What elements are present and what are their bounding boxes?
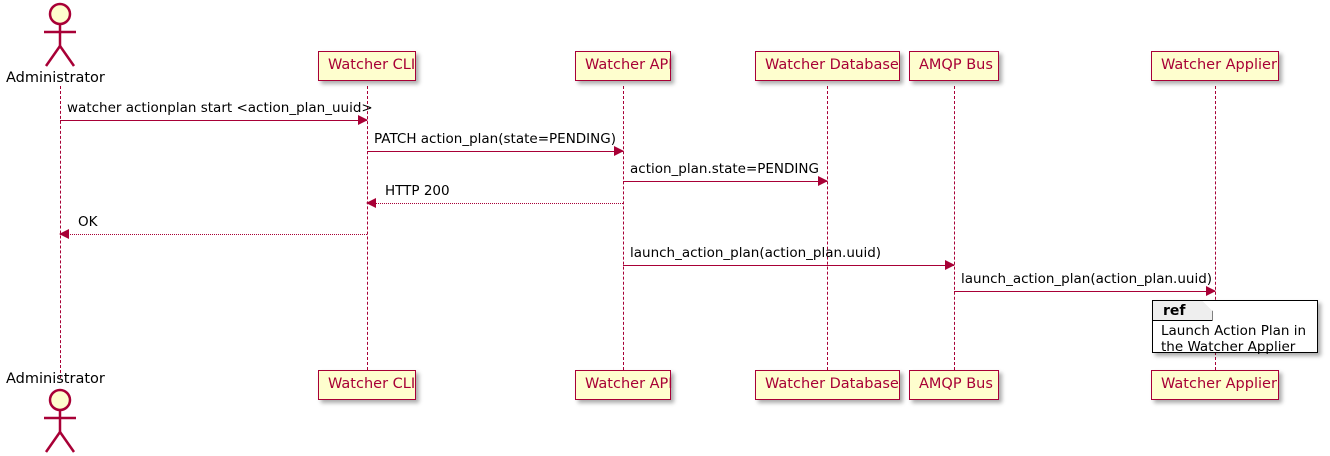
ref-fragment[interactable]: ref Launch Action Plan in the Watcher Ap…	[1152, 300, 1318, 356]
participant-watcher-applier-bottom[interactable]: Watcher Applier	[1151, 370, 1279, 400]
arrow-head-icon	[818, 176, 828, 186]
ref-fragment-keyword: ref	[1153, 301, 1213, 321]
arrow-head-icon	[1206, 286, 1216, 296]
arrow-head-icon	[59, 229, 69, 239]
actor-administrator-bottom	[36, 388, 84, 456]
participant-watcher-api-bottom[interactable]: Watcher API	[575, 370, 673, 400]
message-line	[367, 151, 623, 152]
message-label: HTTP 200	[385, 183, 450, 200]
message-line	[623, 181, 827, 182]
participant-watcher-cli-bottom[interactable]: Watcher CLI	[318, 370, 416, 400]
arrow-head-icon	[945, 260, 955, 270]
stick-figure-icon	[44, 2, 76, 67]
message-line	[623, 265, 954, 266]
participant-watcher-api-top[interactable]: Watcher API	[575, 51, 673, 81]
message-label: action_plan.state=PENDING	[630, 161, 819, 178]
participant-watcher-database-bottom[interactable]: Watcher Database	[755, 370, 900, 400]
message-label: watcher actionplan start <action_plan_uu…	[67, 100, 373, 117]
message-label: launch_action_plan(action_plan.uuid)	[961, 271, 1213, 288]
arrow-head-icon	[366, 198, 376, 208]
lifeline-watcher-applier	[1215, 86, 1216, 370]
participant-amqp-bus-bottom[interactable]: AMQP Bus	[909, 370, 999, 400]
stick-figure-icon	[44, 388, 76, 453]
lifeline-watcher-database	[827, 86, 828, 370]
participant-watcher-database-top[interactable]: Watcher Database	[755, 51, 900, 81]
participant-watcher-applier-top[interactable]: Watcher Applier	[1151, 51, 1279, 81]
message-line	[60, 234, 367, 235]
ref-fragment-text: Launch Action Plan in the Watcher Applie…	[1161, 323, 1307, 356]
message-line	[367, 203, 623, 204]
arrow-head-icon	[358, 115, 368, 125]
lifeline-amqp-bus	[954, 86, 955, 370]
actor-administrator-top	[36, 2, 84, 72]
lifeline-watcher-cli	[367, 86, 368, 370]
message-label: OK	[78, 214, 98, 231]
message-line	[60, 120, 367, 121]
lifeline-watcher-api	[623, 86, 624, 370]
actor-label-administrator-bottom: Administrator	[6, 371, 105, 387]
message-line	[954, 291, 1215, 292]
arrow-head-icon	[614, 146, 624, 156]
participant-watcher-cli-top[interactable]: Watcher CLI	[318, 51, 416, 81]
participant-amqp-bus-top[interactable]: AMQP Bus	[909, 51, 999, 81]
actor-label-administrator-top: Administrator	[6, 70, 105, 86]
message-label: launch_action_plan(action_plan.uuid)	[630, 245, 882, 262]
message-label: PATCH action_plan(state=PENDING)	[374, 131, 616, 148]
